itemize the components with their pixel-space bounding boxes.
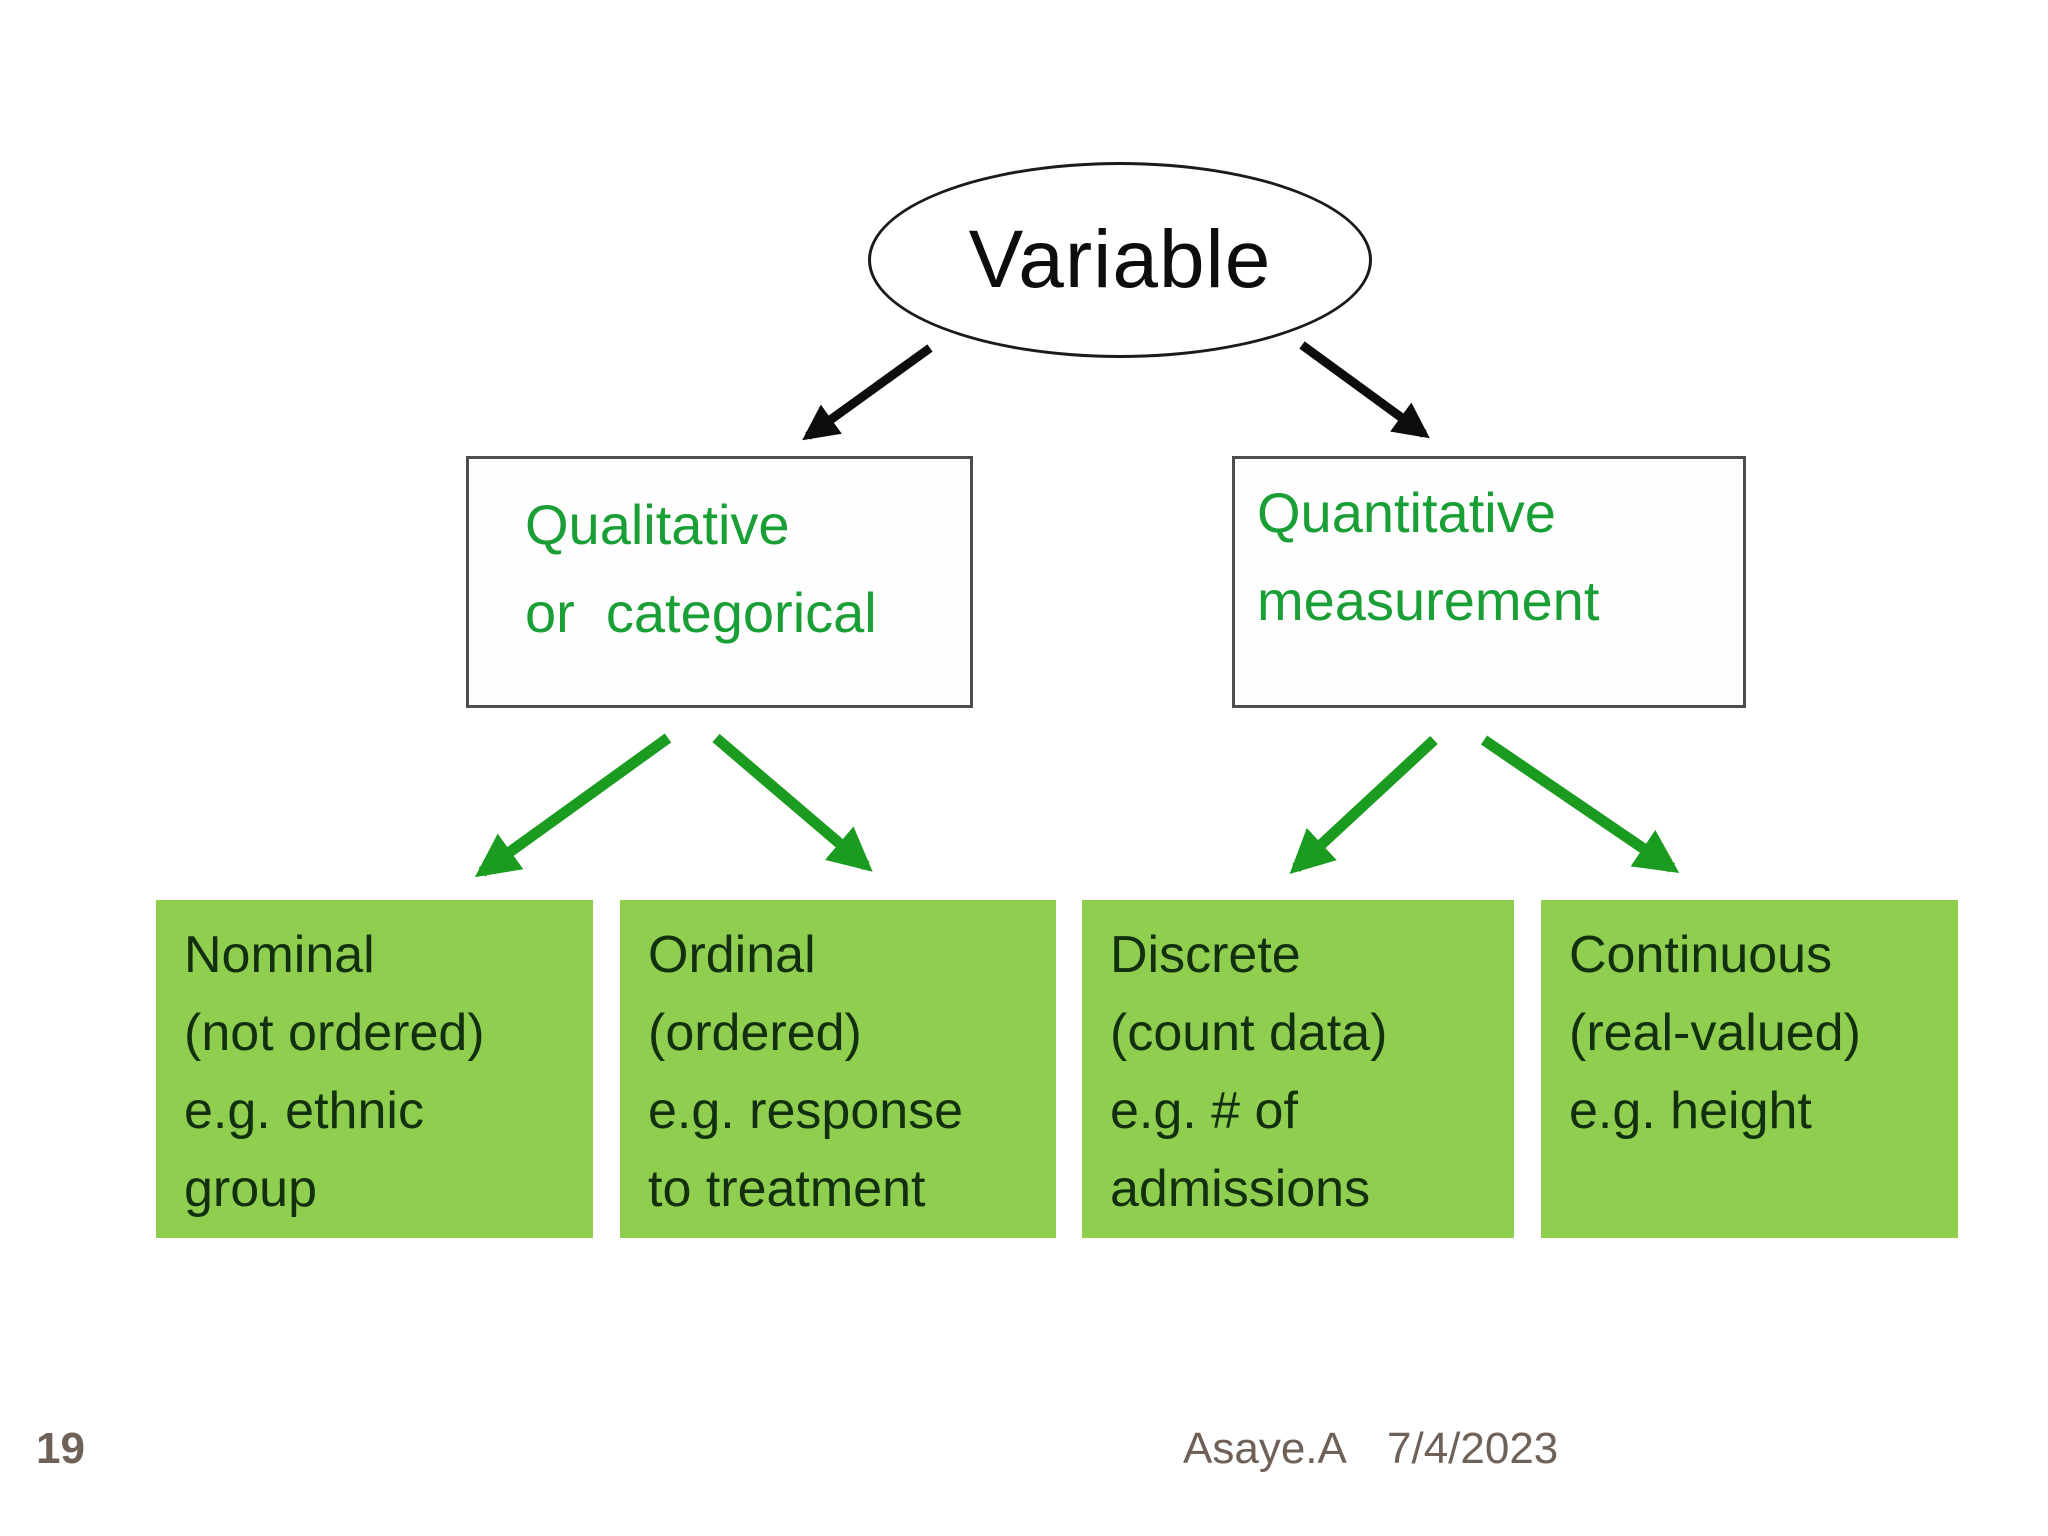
arrow-quantitative-to-continuous [1480, 735, 1680, 873]
footer-author: Asaye.A [1183, 1424, 1347, 1473]
node-continuous: Continuous (real-valued) e.g. height [1541, 900, 1958, 1238]
page-number: 19 [36, 1424, 85, 1473]
node-continuous-label: Continuous (real-valued) e.g. height [1569, 926, 1861, 1140]
node-nominal: Nominal (not ordered) e.g. ethnic group [156, 900, 593, 1238]
node-qualitative: Qualitative or categorical [466, 456, 973, 708]
node-variable-label: Variable [968, 214, 1272, 305]
footer-date: 7/4/2023 [1387, 1424, 1559, 1473]
arrow-qualitative-to-nominal [474, 733, 672, 878]
node-ordinal: Ordinal (ordered) e.g. response to treat… [620, 900, 1056, 1238]
arrow-qualitative-to-ordinal [712, 733, 873, 872]
arrow-variable-to-qualitative [802, 344, 933, 441]
node-quantitative: Quantitative measurement [1232, 456, 1746, 708]
node-variable: Variable [868, 162, 1372, 358]
arrow-quantitative-to-discrete [1289, 735, 1438, 874]
node-nominal-label: Nominal (not ordered) e.g. ethnic group [184, 926, 485, 1218]
arrow-variable-to-quantitative [1299, 341, 1430, 439]
node-discrete: Discrete (count data) e.g. # of admissio… [1082, 900, 1514, 1238]
node-ordinal-label: Ordinal (ordered) e.g. response to treat… [648, 926, 964, 1218]
node-discrete-label: Discrete (count data) e.g. # of admissio… [1110, 926, 1388, 1218]
node-quantitative-label: Quantitative measurement [1257, 481, 1600, 632]
node-qualitative-label: Qualitative or categorical [525, 493, 877, 644]
